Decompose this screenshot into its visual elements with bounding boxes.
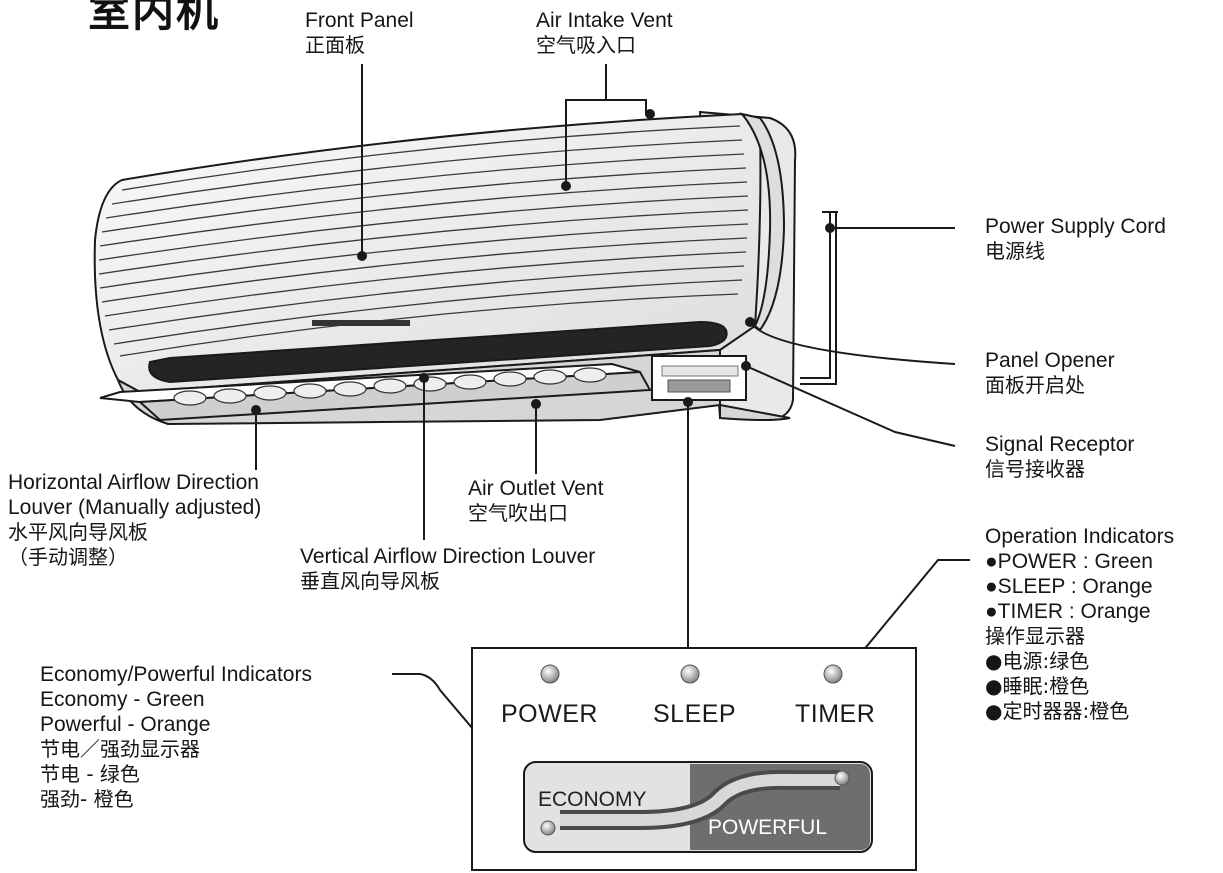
label-panel-opener: Panel Opener 面板开启处 [985,349,1115,397]
indicator-sleep-label: SLEEP [653,700,737,728]
page-title: 室内机 [88,0,221,36]
leader-dots [251,109,835,415]
label-signal-receptor: Signal Receptor 信号接收器 [985,433,1135,481]
economy-led-icon [540,820,556,836]
front-panel-ribs [98,125,749,357]
label-operation-indicators: Operation Indicators ●POWER : Green ●SLE… [985,525,1175,723]
label-power-supply-cord: Power Supply Cord 电源线 [985,215,1166,263]
sleep-led-icon [680,664,700,684]
timer-led-icon [823,664,843,684]
label-air-outlet-vent: Air Outlet Vent 空气吹出口 [468,477,604,525]
powerful-label: POWERFUL [708,816,828,839]
label-economy-powerful: Economy/Powerful Indicators Economy - Gr… [40,663,312,811]
label-front-panel: Front Panel 正面板 [305,9,414,57]
powerful-led-icon [834,770,850,786]
economy-label: ECONOMY [538,788,647,811]
indicator-power-label: POWER [501,700,598,728]
front-logo-bar [312,320,410,326]
economy-powerful-module [523,761,873,853]
power-cord [800,211,838,379]
display-window [651,355,747,401]
label-horizontal-louver: Horizontal Airflow Direction Louver (Man… [8,471,262,569]
louver-slats [173,367,607,406]
label-vertical-louver: Vertical Airflow Direction Louver 垂直风向导风… [300,545,596,593]
power-led-icon [540,664,560,684]
label-air-intake-vent: Air Intake Vent 空气吸入口 [536,9,673,57]
indicator-timer-label: TIMER [795,700,876,728]
leader-lines [255,64,970,821]
